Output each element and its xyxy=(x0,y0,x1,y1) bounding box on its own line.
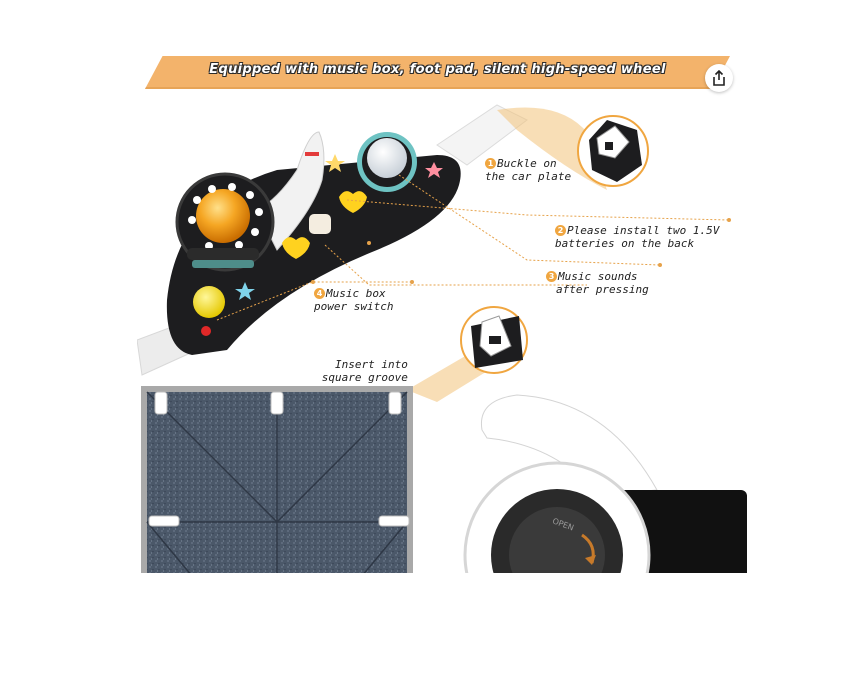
callout-number: 2 xyxy=(555,225,566,236)
orange-dome xyxy=(196,189,250,243)
insert-line1: Insert into xyxy=(335,358,408,371)
banner-text: Equipped with music box, foot pad, silen… xyxy=(209,62,666,77)
product-illustration xyxy=(137,104,747,573)
yellow-ball xyxy=(193,286,225,318)
callout-number: 1 xyxy=(485,158,496,169)
square-button xyxy=(309,214,331,234)
white-ball xyxy=(367,138,407,178)
feature-banner: Equipped with music box, foot pad, silen… xyxy=(145,56,730,89)
share-button[interactable] xyxy=(705,64,733,92)
callout-line1: Buckle on xyxy=(497,157,557,170)
heart-button xyxy=(339,191,367,213)
callout-line1: Music box xyxy=(326,287,386,300)
callout-line2: batteries on the back xyxy=(555,237,695,250)
callout-number: 4 xyxy=(314,288,325,299)
insert-line2: square groove xyxy=(321,371,408,384)
power-switch xyxy=(201,326,211,336)
callout-line2: after pressing xyxy=(556,283,649,296)
share-icon xyxy=(713,70,725,86)
callout-line1: Please install two 1.5V xyxy=(567,224,720,237)
callout-number: 3 xyxy=(546,271,557,282)
insert-label: Insert into square groove xyxy=(313,358,408,384)
callout-line2: power switch xyxy=(314,300,394,313)
heart-button xyxy=(282,237,310,259)
callout-line2: the car plate xyxy=(485,170,572,183)
product-image: Equipped with music box, foot pad, silen… xyxy=(137,50,747,573)
callout-line1: Music sounds xyxy=(558,270,638,283)
car-fin xyxy=(480,394,658,496)
